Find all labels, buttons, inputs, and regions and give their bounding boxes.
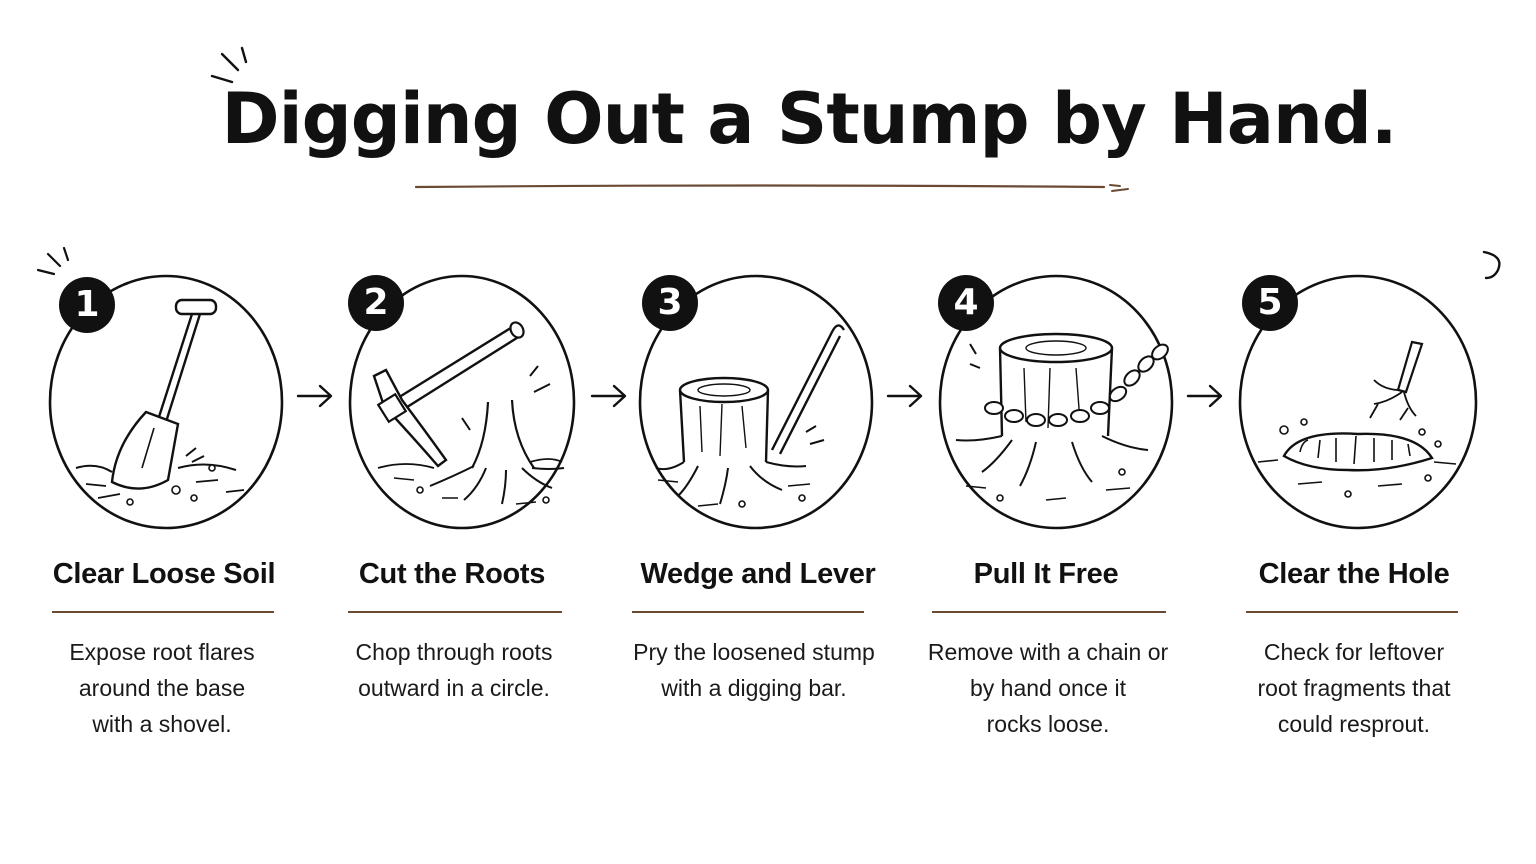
- curl-doodle-icon: [1482, 250, 1501, 280]
- arrow-right-icon: [296, 384, 333, 408]
- step-4: 4 Pull It Free Remove with a chain or by…: [900, 0, 1200, 864]
- arrow-right-icon: [590, 384, 627, 408]
- step-5-line-3: could resprout.: [1277, 711, 1431, 737]
- sparkle-doodle-icon: [36, 246, 70, 276]
- step-1-description: Expose root flares around the base with …: [24, 634, 300, 742]
- step-1: 1 Clear Loose Soil Expose root flares ar…: [0, 0, 300, 864]
- step-3-number-badge: 3: [642, 275, 698, 331]
- step-1-line-1: Expose root flares: [69, 639, 255, 665]
- arrow-right-icon: [886, 384, 923, 408]
- step-3-line-1: Pry the loosened stump: [633, 639, 875, 665]
- chained-stump-icon: [938, 274, 1174, 530]
- step-1-title: Clear Loose Soil: [52, 558, 276, 590]
- step-5-description: Check for leftover root fragments that c…: [1216, 634, 1492, 742]
- step-5-line-2: root fragments that: [1257, 675, 1451, 701]
- step-2: 2 Cut the Roots Chop through roots outwa…: [300, 0, 600, 864]
- step-2-number-badge: 2: [348, 275, 404, 331]
- sparkle-doodle-icon: [210, 46, 248, 84]
- step-5-number-badge: 5: [1242, 275, 1298, 331]
- step-4-line-1: Remove with a chain or: [927, 639, 1169, 665]
- stump-bar-icon: [638, 274, 874, 530]
- step-1-number-badge: 1: [59, 277, 115, 333]
- step-5-title: Clear the Hole: [1258, 558, 1450, 590]
- step-2-divider: [348, 611, 562, 613]
- step-1-line-2: around the base: [78, 675, 246, 701]
- step-2-line-2: outward in a circle.: [358, 675, 550, 701]
- shovel-icon: [48, 274, 284, 530]
- step-4-divider: [932, 611, 1166, 613]
- step-5-divider: [1246, 611, 1458, 613]
- step-4-line-2: by hand once it: [969, 675, 1126, 701]
- step-3-description: Pry the loosened stump with a digging ba…: [608, 634, 900, 706]
- step-3-divider: [632, 611, 864, 613]
- step-5-line-1: Check for leftover: [1263, 639, 1445, 665]
- step-5: 5 Clear the Hole Check for leftover root…: [1200, 0, 1500, 864]
- step-2-line-1: Chop through roots: [355, 639, 553, 665]
- step-2-title: Cut the Roots: [358, 558, 546, 590]
- step-4-line-3: rocks loose.: [986, 711, 1110, 737]
- step-1-line-3: with a shovel.: [92, 711, 232, 737]
- step-3: 3 Wedge and Lever Pry the loosened stump…: [600, 0, 900, 864]
- page-title: Digging Out a Stump by Hand.: [221, 78, 1398, 160]
- step-4-description: Remove with a chain or by hand once it r…: [900, 634, 1196, 742]
- step-1-divider: [52, 611, 274, 613]
- arrow-right-icon: [1186, 384, 1223, 408]
- step-4-title: Pull It Free: [973, 558, 1119, 590]
- step-4-number-badge: 4: [938, 275, 994, 331]
- title-underline: [414, 184, 1129, 192]
- step-2-description: Chop through roots outward in a circle.: [316, 634, 592, 706]
- step-3-line-2: with a digging bar.: [661, 675, 847, 701]
- mattock-icon: [348, 274, 576, 530]
- empty-hole-icon: [1238, 274, 1478, 530]
- step-3-title: Wedge and Lever: [640, 558, 876, 590]
